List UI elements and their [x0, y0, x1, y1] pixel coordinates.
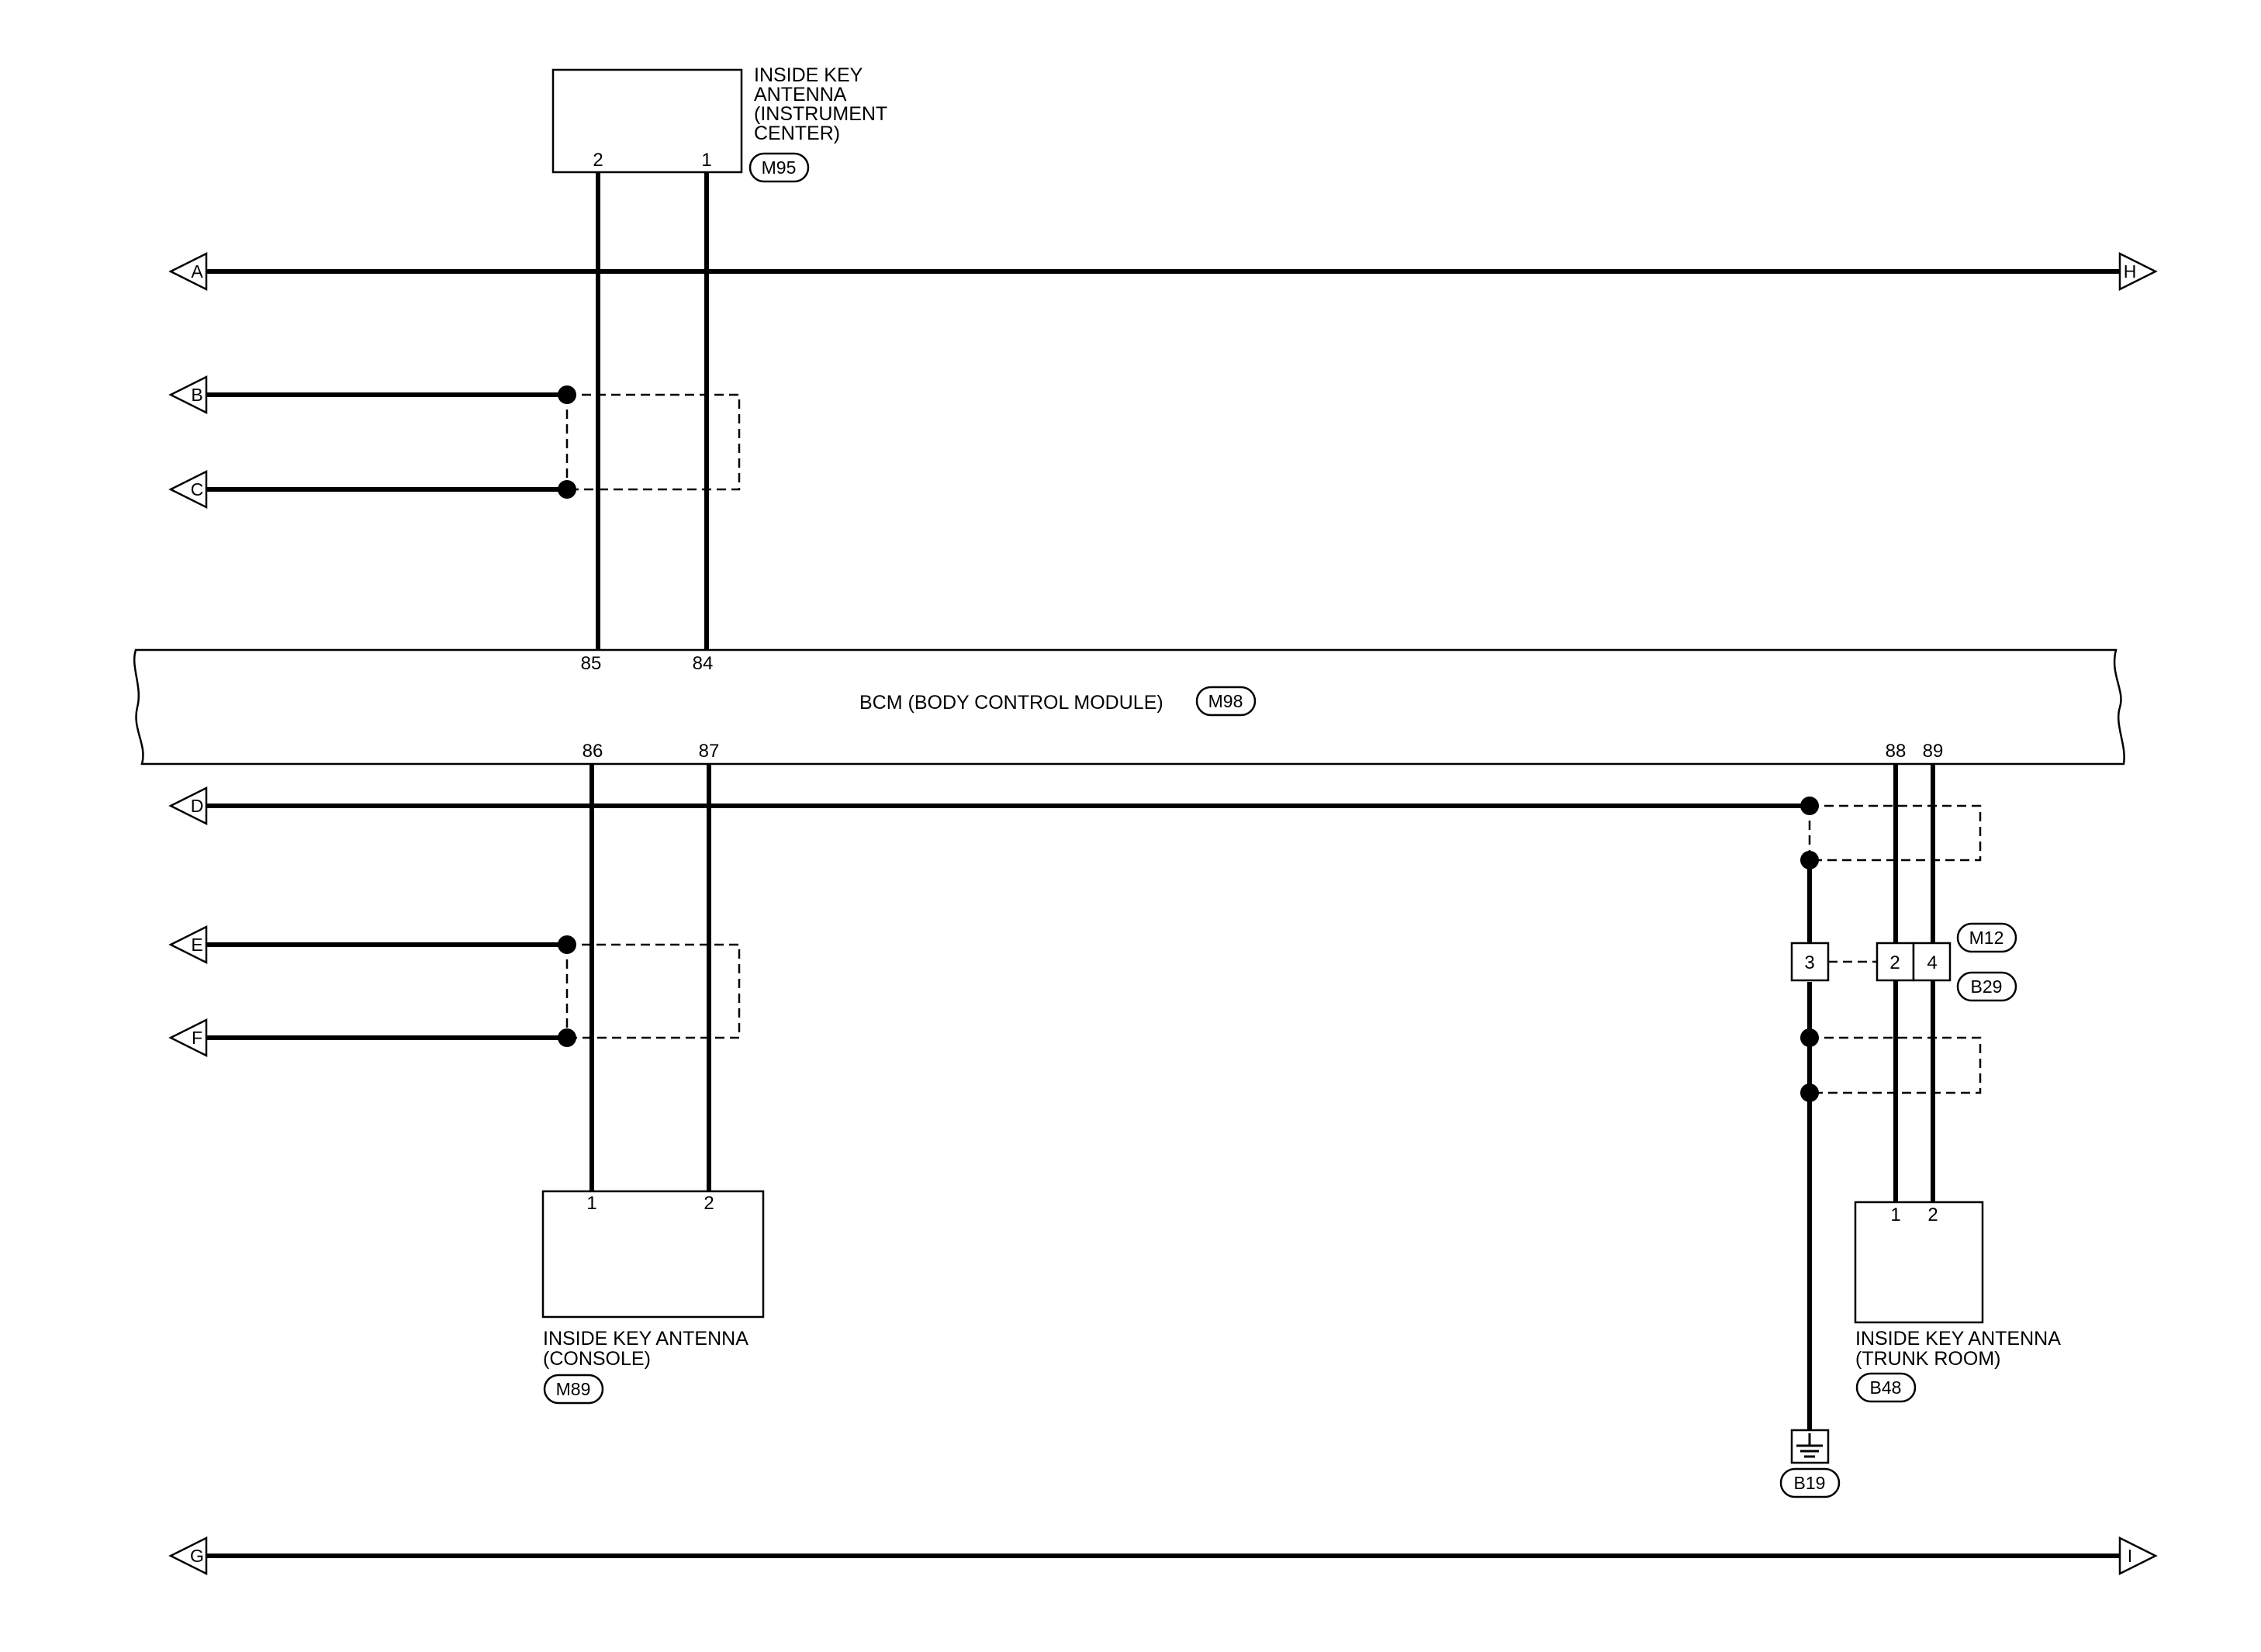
antenna-console: 1 2 INSIDE KEY ANTENNA (CONSOLE) M89 [541, 1190, 765, 1405]
antenna-instrument-label-line4: CENTER) [754, 123, 840, 144]
offpage-label-i: I [2128, 1546, 2132, 1566]
connector-tag-b48-oval [1855, 1372, 1917, 1403]
connector-tag-m12: M12 [1969, 928, 2004, 948]
offpage-label-d: D [191, 796, 204, 816]
offpage-label-a: A [191, 261, 203, 282]
ground-icon [1790, 1429, 1830, 1464]
offpage-label-b: B [191, 385, 202, 405]
junction-pin-3-box [1790, 942, 1830, 982]
splice-dot-c [558, 480, 576, 499]
bcm-pin-89: 89 [1923, 741, 1944, 762]
antenna-trunk-label-line2: (TRUNK ROOM) [1855, 1348, 2000, 1370]
junction-pin-2: 2 [1889, 952, 1900, 973]
connector-tag-b48: B48 [1870, 1377, 1902, 1398]
connector-tag-b19-oval [1779, 1467, 1841, 1498]
connector-tag-b29-oval [1956, 971, 2017, 1002]
connector-tag-m89: M89 [556, 1379, 591, 1399]
offpage-label-e: E [191, 935, 202, 955]
junction-pin-4-box [1912, 942, 1952, 982]
bcm-module: 85 84 BCM (BODY CONTROL MODULE) M98 86 8… [133, 648, 2125, 766]
bcm-label: BCM (BODY CONTROL MODULE) [859, 692, 1163, 714]
antenna-console-pin-1: 1 [586, 1193, 596, 1214]
offpage-arrow-f [168, 1018, 208, 1058]
splice-dot-e [558, 935, 576, 954]
antenna-console-label-line2: (CONSOLE) [543, 1348, 651, 1370]
bcm-pin-86: 86 [583, 741, 603, 762]
junction-connector-m12-b29: 3 2 4 M12 B29 [1790, 922, 2017, 1002]
splice-dot-lower-top [1800, 1028, 1819, 1047]
offpage-arrow-i [2118, 1536, 2158, 1576]
splice-dot-f [558, 1028, 576, 1047]
antenna-instrument-label-line3: (INSTRUMENT [754, 103, 887, 125]
antenna-console-pin-2: 2 [704, 1193, 714, 1214]
bcm-pin-84: 84 [693, 653, 714, 674]
connector-tag-m12-oval [1956, 922, 2017, 953]
bcm-pin-85: 85 [581, 653, 602, 674]
antenna-console-box [541, 1190, 765, 1318]
antenna-trunk-pin-1: 1 [1890, 1204, 1900, 1225]
ground-b19: B19 [1779, 1429, 1841, 1498]
offpage-arrow-g [168, 1536, 208, 1576]
offpage-arrow-a [168, 251, 208, 292]
antenna-instrument-box [551, 68, 743, 174]
splice-dot-b [558, 385, 576, 404]
antenna-instrument-pin-2: 2 [593, 150, 603, 171]
antenna-trunk-room: 1 2 INSIDE KEY ANTENNA (TRUNK ROOM) B48 [1854, 1201, 2061, 1403]
connector-tag-b29: B29 [1971, 976, 2003, 997]
antenna-trunk-pin-2: 2 [1927, 1204, 1938, 1225]
offpage-arrow-c [168, 469, 208, 510]
line-a-h: A H [168, 251, 2158, 292]
splice-dot-d [1800, 797, 1819, 815]
line-b-c-shield: B C [168, 375, 741, 510]
antenna-instrument-label-line1: INSIDE KEY [754, 64, 863, 86]
line-d: D [168, 786, 1810, 826]
connector-tag-m98-oval [1195, 686, 1257, 717]
junction-pin-3: 3 [1804, 952, 1814, 973]
offpage-arrow-b [168, 375, 208, 415]
splice-dot-upper-lower [1800, 851, 1819, 869]
line-e-f-shield: E F [168, 924, 741, 1058]
antenna-trunk-box [1854, 1201, 1984, 1324]
offpage-arrow-e [168, 924, 208, 965]
connector-tag-m89-oval [543, 1374, 604, 1405]
offpage-arrow-d [168, 786, 208, 826]
bcm-pin-87: 87 [699, 741, 720, 762]
offpage-label-c: C [191, 479, 204, 499]
splice-dot-lower-bottom [1800, 1083, 1819, 1102]
bcm-pin-88: 88 [1886, 741, 1907, 762]
connector-tag-b19: B19 [1794, 1473, 1826, 1493]
offpage-arrow-h [2118, 251, 2158, 292]
bcm-box [133, 648, 2125, 766]
connector-tag-m95-oval [748, 152, 810, 183]
connector-tag-m98: M98 [1208, 691, 1243, 711]
line-g-i: G I [168, 1536, 2158, 1576]
offpage-label-f: F [192, 1028, 202, 1048]
junction-pin-4: 4 [1927, 952, 1937, 973]
antenna-console-label-line1: INSIDE KEY ANTENNA [543, 1328, 748, 1350]
antenna-trunk-label-line1: INSIDE KEY ANTENNA [1855, 1328, 2061, 1350]
antenna-instrument-pin-1: 1 [701, 150, 711, 171]
offpage-label-h: H [2124, 261, 2137, 282]
offpage-label-g: G [190, 1546, 204, 1566]
antenna-instrument-label-line2: ANTENNA [754, 84, 847, 105]
connector-tag-m95: M95 [762, 157, 797, 178]
antenna-instrument-center: 2 1 INSIDE KEY ANTENNA (INSTRUMENT CENTE… [551, 64, 887, 183]
shield-box-b-c [567, 393, 741, 491]
junction-pin-2-box [1876, 942, 1915, 982]
